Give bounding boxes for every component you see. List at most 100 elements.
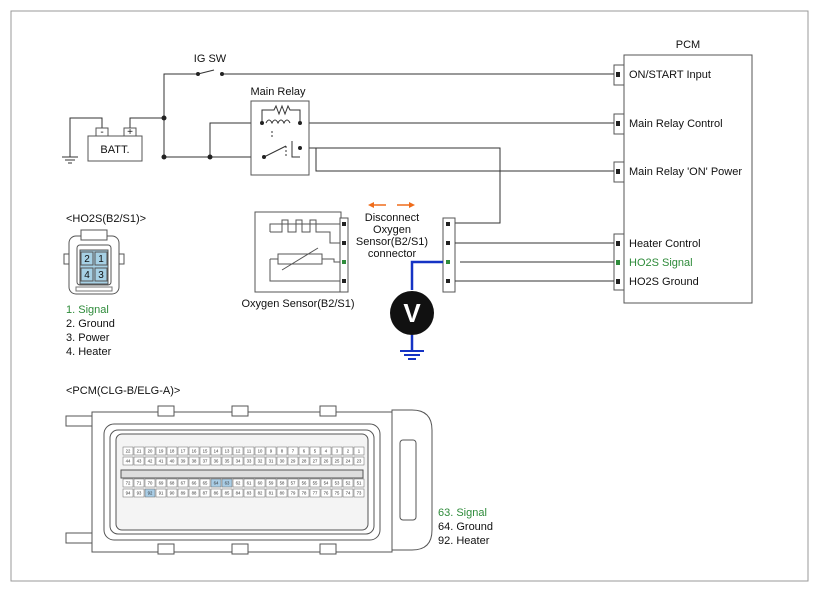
pcm-pin-number: 79 [291,491,296,496]
pcm-conn-pin-ground: 64. Ground [438,521,493,533]
ho2s-pin-heater: 4. Heater [66,346,112,358]
pcm-pin-number: 18 [170,449,175,454]
pcm-pin-cell [309,446,321,456]
relay-node [260,121,264,125]
oxygen-sensor-internals [269,219,340,282]
ho2s-connector-title: <HO2S(B2/S1)> [66,213,146,225]
ground-icon [400,350,424,360]
pcm-pin-number: 60 [258,481,263,486]
ho2s-cell [80,251,94,266]
pcm-pin-number: 43 [137,459,142,464]
pcm-pin-cell [210,488,222,498]
ho2s-connector-face [63,229,125,295]
pcm-pin-cell [243,446,255,456]
ig-sw-label: IG SW [194,53,227,65]
pcm-pin-number: 66 [192,481,197,486]
pcm-pin-cell [155,456,167,466]
pcm-pin-cell [166,488,178,498]
pcm-pin-cell [155,478,167,488]
pcm-pin [616,169,620,174]
pcm-pin-cell [276,446,288,456]
sensor-conn-pin [342,279,346,283]
pcm-pin-number: 2 [347,449,350,454]
pcm-pin-number: 70 [148,481,153,486]
pcm-pin-number: 19 [159,449,164,454]
disconnect-line1: Disconnect [365,212,419,224]
pcm-pin-number: 85 [225,491,230,496]
pcm-pin-number: 76 [324,491,329,496]
pcm-pin-label-relay-control: Main Relay Control [629,118,723,130]
pcm-pin-number: 20 [148,449,153,454]
pcm-pin-cell [353,446,365,456]
pcm-pin-cell [188,456,200,466]
pcm-pin-cell [320,446,332,456]
pcm-pin-number: 58 [280,481,285,486]
pcm-pin-number: 52 [346,481,351,486]
pcm-conn-pin-signal: 63. Signal [438,507,487,519]
pcm-pin-number: 29 [291,459,296,464]
pcm-pin-cell [133,446,145,456]
ho2s-cell-label: 2 [84,254,90,265]
harness-wires [455,242,614,282]
pcm-pin-number: 37 [203,459,208,464]
pcm-pin-number: 4 [325,449,328,454]
pcm-pin-number: 41 [159,459,164,464]
pcm-pin-number: 7 [292,449,295,454]
ho2s-cell [80,267,94,282]
pcm-pin-cell [177,456,189,466]
pcm-pin-cell [155,446,167,456]
pcm-pin-number: 89 [181,491,186,496]
pcm-pin-cell [342,488,354,498]
sensor-conn-pin [342,222,346,226]
pcm-pin-cell [287,446,299,456]
pcm-pin-cell [144,488,156,498]
pcm-pin-number: 44 [126,459,131,464]
pcm-pin-cell [177,446,189,456]
pcm-pin-label-ho2s-ground: HO2S Ground [629,276,699,288]
main-relay-label: Main Relay [250,86,306,98]
pcm-pin-number: 5 [314,449,317,454]
pcm-pin-cell [122,456,134,466]
voltmeter-label: V [403,298,421,328]
pcm-pin-number: 53 [335,481,340,486]
pcm-pin [616,241,620,246]
pcm-pin-number: 94 [126,491,131,496]
ho2s-pin-signal: 1. Signal [66,304,109,316]
pcm-pin-cell [144,446,156,456]
pcm-pin-number: 81 [269,491,274,496]
pcm-pin-number: 12 [236,449,241,454]
pcm-pin-number: 33 [247,459,252,464]
junction-dot [161,154,167,160]
pcm-pin-number: 69 [159,481,164,486]
sensor-conn-pin-signal [342,260,346,264]
pcm-pin [616,121,620,126]
pcm-pin-cell [331,446,343,456]
voltmeter-icon [390,291,434,335]
harness-connector [442,217,456,293]
pcm-pin [616,279,620,284]
pcm-pin-cell [188,478,200,488]
pcm-pin-cell [243,488,255,498]
pcm-pin-cell [221,478,233,488]
pcm-pin-number: 82 [258,491,263,496]
pcm-pin-number: 51 [357,481,362,486]
battery-box [87,135,143,162]
pcm-pin-number: 30 [280,459,285,464]
pcm-pin-number: 26 [324,459,329,464]
pcm-pin-cell [276,478,288,488]
sensor-conn-pin [342,241,346,245]
pcm-pin-cell [243,456,255,466]
battery-terminal-pos [123,127,137,137]
pcm-pin-number: 67 [181,481,186,486]
pcm-pin-cell [210,478,222,488]
harness-conn-pin-signal [446,260,450,264]
battery-plus-label: + [127,127,133,138]
pcm-pin-cell [353,456,365,466]
battery-label: BATT. [100,144,129,156]
pcm-pin-cell [276,488,288,498]
harness-conn-pin [446,279,450,283]
pcm-pin-number: 22 [126,449,131,454]
pcm-pin-cell [342,446,354,456]
